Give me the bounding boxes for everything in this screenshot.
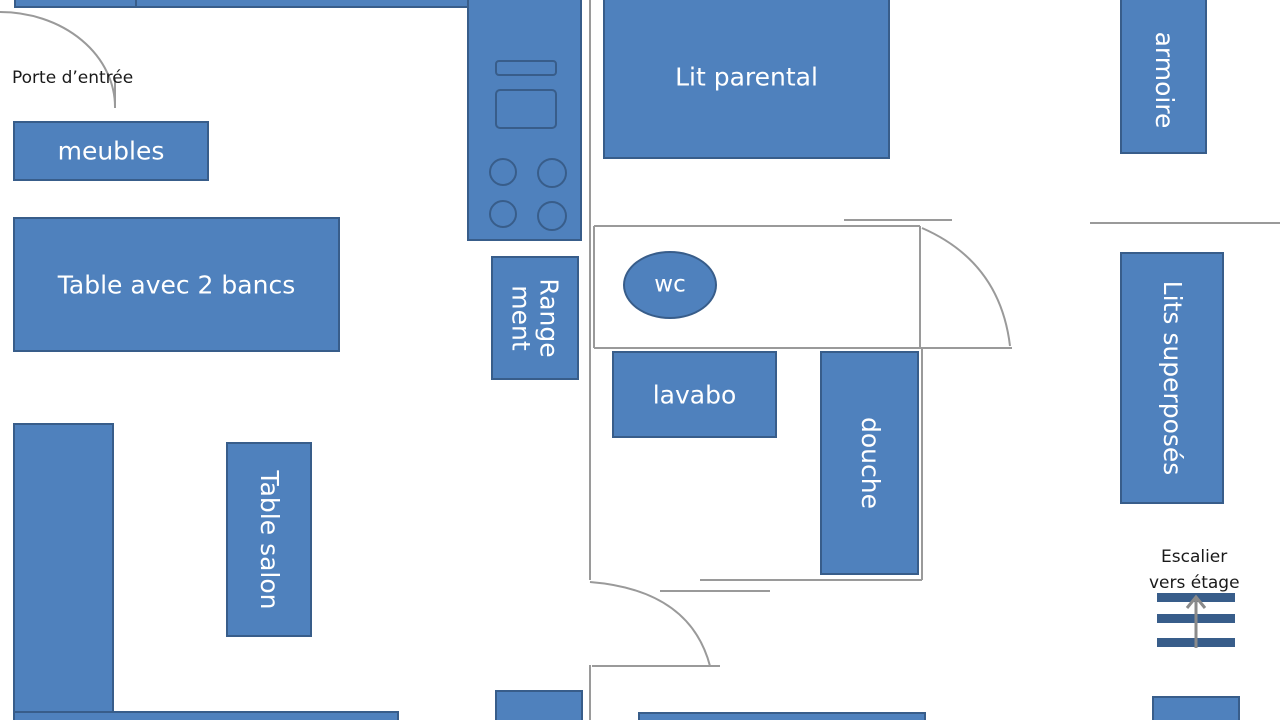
furniture-label: meubles	[57, 136, 165, 166]
stairs-label: Escalier vers étage	[1149, 544, 1240, 596]
parent-bed-label: Lit parental	[675, 61, 818, 91]
stove-unit	[467, 0, 582, 241]
entrance-door-label: Porte d’entrée	[12, 68, 134, 88]
coffee-table-block: Table salon	[226, 442, 312, 637]
stove-burner	[537, 201, 567, 231]
top-counter-divider	[135, 0, 137, 8]
bottom-center-block	[495, 690, 583, 720]
shower-block: douche	[820, 351, 919, 575]
sofa-block	[13, 423, 114, 720]
bottom-right-block	[1152, 696, 1240, 720]
stairs-label-line2: vers étage	[1149, 573, 1240, 593]
wc-label: wc	[654, 271, 686, 298]
sink-block: lavabo	[612, 351, 777, 438]
stove-burner	[537, 158, 567, 188]
stove-burner	[489, 158, 517, 186]
wc-block: wc	[623, 251, 717, 319]
dining-table-label: Table avec 2 bancs	[57, 269, 296, 299]
bottom-left-block	[13, 711, 399, 720]
bunk-beds-block: Lits superposés	[1120, 252, 1224, 504]
sink-label: lavabo	[652, 379, 737, 409]
wardrobe-block: armoire	[1120, 0, 1207, 154]
storage-block: Range ment	[491, 256, 579, 380]
dining-table-block: Table avec 2 bancs	[13, 217, 340, 352]
stove-oven-handle	[495, 60, 557, 76]
bathroom-door-swing	[921, 227, 1011, 347]
bottom-middle-block	[638, 712, 926, 720]
stairs-label-line1: Escalier	[1161, 547, 1228, 567]
furniture-block: meubles	[13, 121, 209, 181]
lower-door-swing	[589, 581, 711, 667]
stove-oven-door	[495, 89, 557, 129]
parent-bed-block: Lit parental	[603, 0, 890, 159]
stove-burner	[489, 200, 517, 228]
entrance-door-swing	[0, 11, 117, 109]
